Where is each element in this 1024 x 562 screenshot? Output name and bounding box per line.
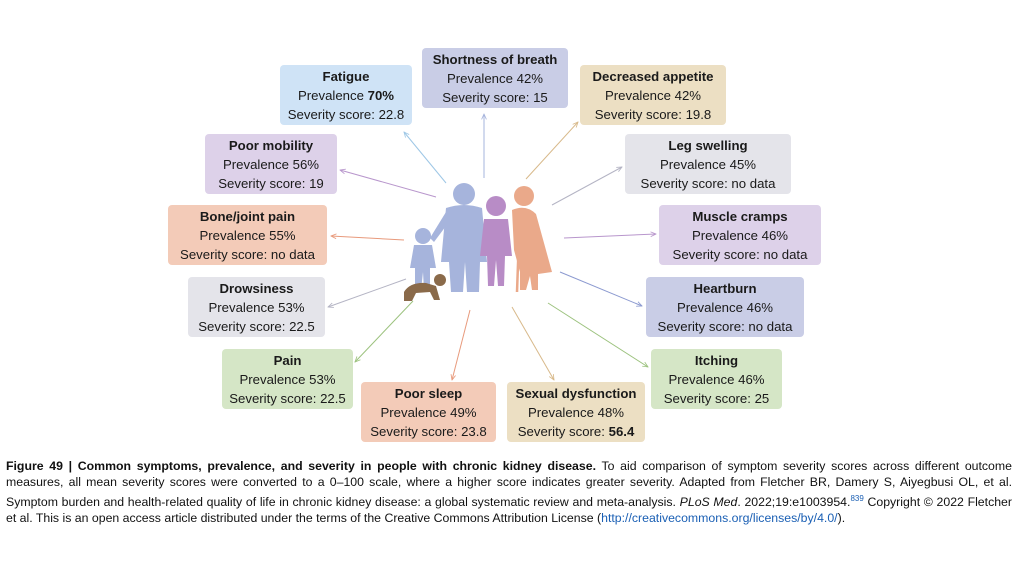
- arrow-poor-sleep: [452, 309, 471, 380]
- symptom-box-pain: Pain Prevalence 53% Severity score: 22.5: [222, 349, 353, 409]
- symptom-name: Poor sleep: [394, 386, 463, 401]
- symptom-name: Leg swelling: [668, 138, 748, 153]
- diagram-canvas: [0, 0, 1024, 455]
- arrow-muscle-cramps: [563, 234, 656, 239]
- caption-end: ).: [837, 510, 846, 525]
- symptom-name: Fatigue: [322, 69, 370, 84]
- caption-citation: . 2022;19:e1003954.: [737, 494, 851, 509]
- symptom-severity: Severity score: 22.5: [198, 319, 315, 334]
- symptom-prevalence: Prevalence 70%: [297, 88, 395, 103]
- symptom-severity: Severity score: 19: [218, 176, 324, 191]
- symptom-prevalence: Prevalence 56%: [222, 157, 320, 172]
- symptom-severity: Severity score: no data: [672, 247, 808, 262]
- caption-lead: Figure 49 | Common symptoms, prevalence,…: [6, 459, 596, 473]
- arrow-drowsiness: [328, 278, 407, 307]
- figure-caption: Figure 49 | Common symptoms, prevalence,…: [6, 458, 1012, 526]
- symptom-box-drowsiness: Drowsiness Prevalence 53% Severity score…: [188, 277, 325, 337]
- symptom-box-decreased-appetite: Decreased appetite Prevalence 42% Severi…: [580, 65, 726, 125]
- symptom-severity: Severity score: 15: [442, 90, 548, 105]
- symptom-name: Muscle cramps: [692, 209, 788, 224]
- symptom-severity: Severity score: 23.8: [370, 424, 487, 439]
- arrow-decreased-appetite: [525, 122, 578, 180]
- symptom-severity: Severity score: no data: [640, 176, 776, 191]
- symptom-name: Heartburn: [693, 281, 757, 296]
- arrow-fatigue: [404, 132, 447, 184]
- symptom-box-sexual-dysfunction: Sexual dysfunction Prevalence 48% Severi…: [507, 382, 645, 442]
- symptom-prevalence: Prevalence 46%: [676, 300, 774, 315]
- symptom-box-itching: Itching Prevalence 46% Severity score: 2…: [651, 349, 782, 409]
- symptom-prevalence: Prevalence 46%: [668, 372, 765, 387]
- symptom-prevalence: Prevalence 48%: [527, 405, 625, 420]
- symptom-prevalence: Prevalence 45%: [659, 157, 757, 172]
- symptom-box-poor-sleep: Poor sleep Prevalence 49% Severity score…: [361, 382, 496, 442]
- elderly-woman-figure: [512, 186, 552, 290]
- symptom-box-shortness-of-breath: Shortness of breath Prevalence 42% Sever…: [422, 48, 568, 108]
- symptom-box-muscle-cramps: Muscle cramps Prevalence 46% Severity sc…: [659, 205, 821, 265]
- symptom-severity: Severity score: 22.5: [229, 391, 346, 406]
- symptom-box-poor-mobility: Poor mobility Prevalence 56% Severity sc…: [205, 134, 337, 194]
- symptom-box-bone-joint-pain: Bone/joint pain Prevalence 55% Severity …: [168, 205, 327, 265]
- license-link[interactable]: http://creativecommons.org/licenses/by/4…: [601, 510, 838, 525]
- baby-figure: [404, 274, 446, 301]
- caption-copyright: Copyright © 2022 Fletcher et al. This is…: [6, 494, 1012, 525]
- arrow-sexual-dysfunction: [511, 306, 554, 380]
- symptom-prevalence: Prevalence 42%: [446, 71, 544, 86]
- symptom-severity: Severity score: no data: [657, 319, 793, 334]
- arrow-leg-swelling: [551, 167, 622, 206]
- teen-figure: [480, 196, 512, 286]
- caption-journal: PLoS Med: [679, 494, 738, 509]
- symptom-severity: Severity score: 19.8: [594, 107, 712, 122]
- symptom-severity: Severity score: 25: [663, 391, 770, 406]
- symptom-name: Shortness of breath: [432, 52, 558, 67]
- cane: [515, 235, 521, 293]
- symptom-box-heartburn: Heartburn Prevalence 46% Severity score:…: [646, 277, 804, 337]
- symptom-severity: Severity score: 56.4: [517, 424, 635, 439]
- symptom-name: Bone/joint pain: [199, 209, 296, 224]
- child-figure: [410, 228, 436, 290]
- symptom-prevalence: Prevalence 42%: [604, 88, 702, 103]
- people-illustration: [404, 183, 552, 301]
- symptom-name: Pain: [273, 353, 302, 368]
- symptom-name: Drowsiness: [219, 281, 294, 296]
- arrow-heartburn: [559, 271, 642, 306]
- symptom-prevalence: Prevalence 55%: [199, 228, 296, 243]
- symptom-box-fatigue: Fatigue Prevalence 70% Severity score: 2…: [280, 65, 412, 125]
- arrow-itching: [547, 302, 648, 367]
- symptom-prevalence: Prevalence 46%: [691, 228, 789, 243]
- arrow-pain: [355, 300, 414, 362]
- adult-man-figure: [430, 183, 487, 292]
- arrow-poor-mobility: [340, 170, 437, 198]
- symptom-name: Itching: [694, 353, 739, 368]
- symptom-severity: Severity score: 22.8: [287, 107, 405, 122]
- arrow-bone-joint-pain: [331, 236, 405, 241]
- caption-text: To aid comparison of symptom severity sc…: [6, 459, 1012, 509]
- symptom-name: Decreased appetite: [592, 69, 714, 84]
- symptom-prevalence: Prevalence 49%: [380, 405, 477, 420]
- arrows-group: [328, 114, 656, 380]
- symptom-prevalence: Prevalence 53%: [208, 300, 305, 315]
- symptom-prevalence: Prevalence 53%: [239, 372, 336, 387]
- symptom-severity: Severity score: no data: [180, 247, 315, 262]
- symptom-name: Sexual dysfunction: [515, 386, 637, 401]
- caption-reference-number[interactable]: 839: [850, 493, 864, 503]
- symptom-box-leg-swelling: Leg swelling Prevalence 45% Severity sco…: [625, 134, 791, 194]
- symptom-name: Poor mobility: [228, 138, 314, 153]
